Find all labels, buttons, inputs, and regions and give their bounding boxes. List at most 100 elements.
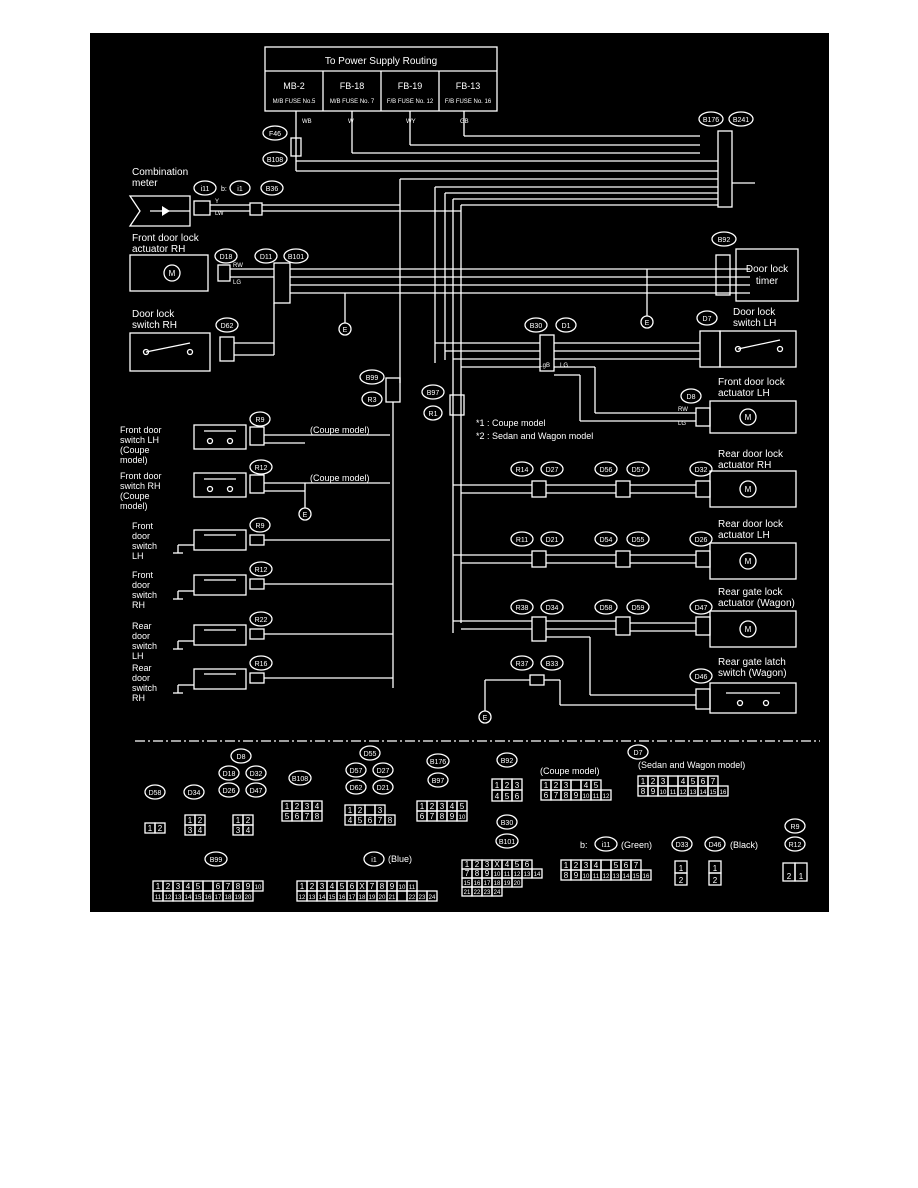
pin-number: 15 [710,790,717,796]
svg-text:M: M [745,485,752,494]
connector-id: B92 [501,758,514,765]
connector-id: B97 [427,390,440,397]
pin-number: 1 [236,816,241,825]
pin-number: 4 [348,816,353,825]
connector-id: R9 [791,824,800,831]
pin-cell [426,890,438,902]
connector-id: D55 [364,751,377,758]
pin-number: 2 [158,824,163,833]
fuse-name: MB-2 [283,81,305,91]
connector-id: D57 [632,467,645,474]
pin-number: 8 [440,812,445,821]
pin-cell [600,859,612,871]
pin-number: 2 [787,872,792,881]
component-label: switch LH [733,318,776,329]
component-label: Door lock [746,264,789,275]
connector-id: R3 [368,397,377,404]
pin-number: 13 [524,872,531,878]
wire-label: RW [233,263,243,269]
front-lock-actuator-rh: Front door lock actuator RH M D18 D11 B1… [129,233,750,304]
pin-number: 15 [633,874,640,880]
pin-number: 6 [525,860,530,869]
wire-label: LG [678,421,686,427]
power-box-title: To Power Supply Routing [325,56,437,67]
pin-number: 4 [330,882,335,891]
pin-number: 11 [155,895,162,901]
model-notes: *1 : Coupe model *2 : Sedan and Wagon mo… [476,418,593,441]
pin-number: 6 [544,791,549,800]
pin-cell [674,872,688,886]
pin-number: 10 [660,790,667,796]
pin-cell [311,810,323,822]
pin-number: 10 [583,874,590,880]
pin-number: 16 [643,874,650,880]
pin-number: 19 [504,881,511,887]
door-lock-timer: B92 Door lock timer [711,231,799,302]
pin-number: 3 [564,781,569,790]
connector-id: B241 [733,117,749,124]
component-label: Rear gate latch [718,657,786,668]
pin-number: 10 [399,885,406,891]
connector-id: D54 [600,537,613,544]
connector-id: D32 [250,771,263,778]
fuse-name: FB-19 [398,81,423,91]
pin-number: 16 [205,895,212,901]
pin-number: 11 [409,885,416,891]
wire-label: LW [215,211,224,217]
connector-legend: D8 D18 D32 D26 D47 D58 D34 B108 D55 D57 … [144,744,808,902]
power-wires: WB W WY GB [295,111,700,171]
door-lock-switch-lh: B30 D1 D7 Door lock switch LH LgB LG [435,307,797,372]
pin-number: 9 [574,871,579,880]
component-label: door [132,673,150,683]
connector-id: D34 [546,605,559,612]
pin-number: 1 [285,802,290,811]
pin-number: 9 [450,812,455,821]
wire-label: LgB [539,363,550,369]
connector-b176: B176 B241 [698,111,755,208]
connector-id: D1 [562,323,571,330]
pin-number: 7 [554,791,559,800]
component-label: switch RH [120,481,161,491]
pin-number: 22 [409,895,416,901]
component-label: Front door lock [132,233,200,244]
pin-number: 12 [299,895,306,901]
connector-id: B99 [366,375,379,382]
component-label: (Coupe [120,445,150,455]
pin-number: 10 [459,815,466,821]
component-label: Front door lock [718,377,786,388]
component-label: model) [120,455,148,465]
pin-number: 2 [505,781,510,790]
svg-text:M: M [745,413,752,422]
rear-gate-lock-actuator: R38 D34 D58 D59 D47 Rear gate lock actua… [453,587,797,695]
connector-id: B176 [703,117,719,124]
connector-id: D55 [632,537,645,544]
wire-label: RW [678,407,688,413]
pin-cell [491,886,503,897]
wire-label: WY [406,119,416,125]
pin-number: 3 [440,802,445,811]
pin-cell [717,785,729,797]
pin-number: 2 [246,816,251,825]
pin-number: 1 [799,872,804,881]
connector-id: D7 [703,316,712,323]
pin-number: 1 [641,777,646,786]
pin-number: 18 [225,895,232,901]
pin-number: 7 [430,812,435,821]
front-door-switch-rh-coupe: Front door switch RH (Coupe model) R12 (… [120,459,390,511]
pin-cell [202,880,214,892]
component-label: Rear door lock [718,449,784,460]
connector-id: B108 [267,157,283,164]
component-label: timer [756,276,779,287]
pin-number: 18 [494,881,501,887]
wire-label: WB [302,119,312,125]
front-door-switch-lh-coupe: Front door switch LH (Coupe model) R9 (C… [120,411,390,465]
pin-number: 3 [515,781,520,790]
power-supply-box: To Power Supply Routing MB-2 M/B FUSE No… [264,46,498,112]
pin-number: 13 [175,895,182,901]
component-label: LH [132,551,144,561]
pin-number: 3 [176,882,181,891]
